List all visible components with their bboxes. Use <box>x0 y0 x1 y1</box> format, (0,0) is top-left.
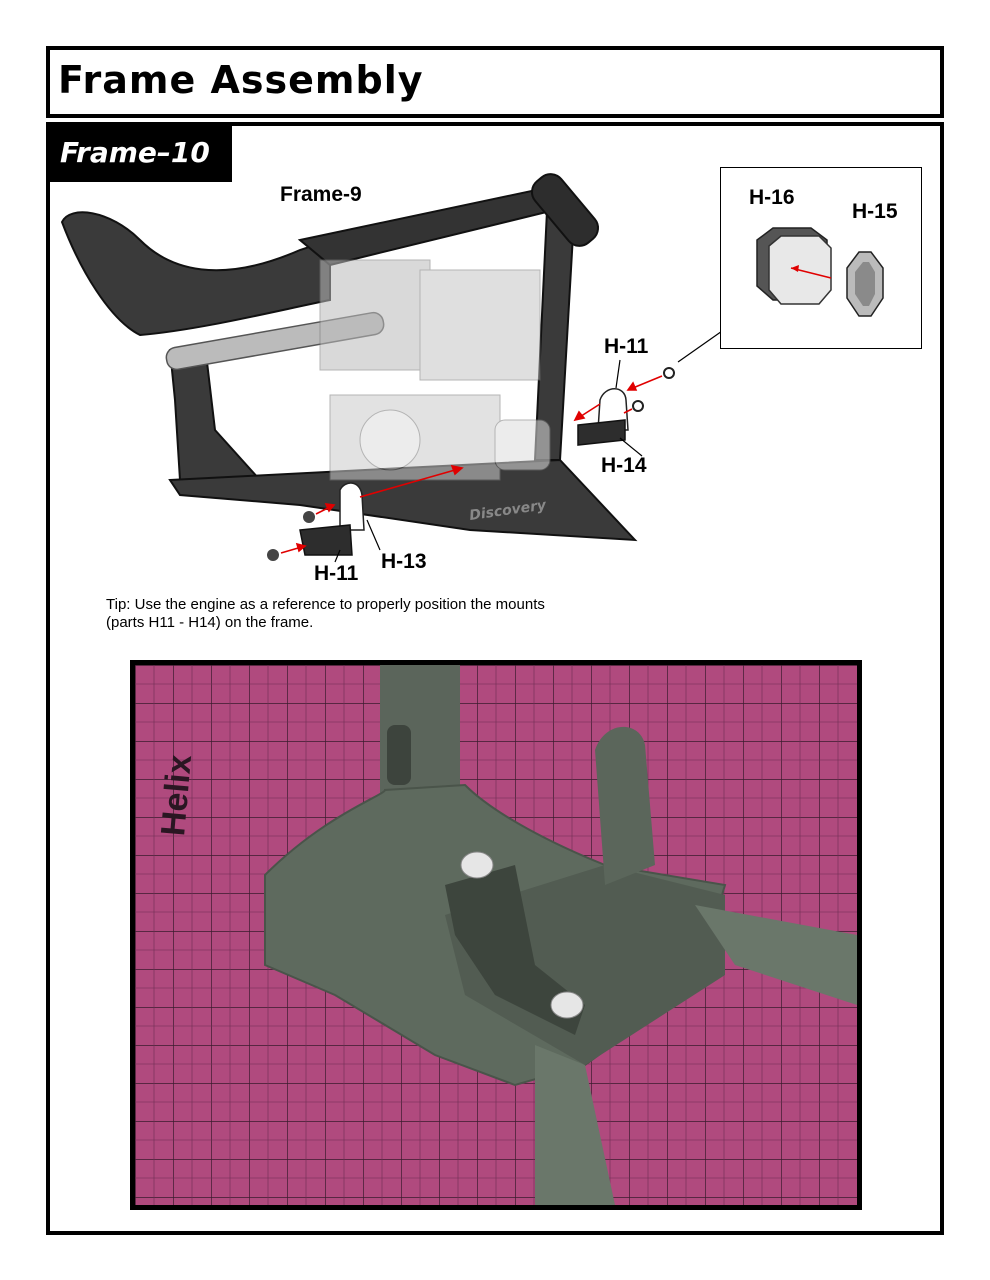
mat-brand-text: Helix <box>154 753 199 837</box>
label-frame-9: Frame-9 <box>280 183 362 206</box>
section-tag: Frame–10 <box>50 126 232 182</box>
assembly-arrows <box>280 375 663 554</box>
label-h16: H-16 <box>749 186 795 209</box>
inset-detail-box <box>720 167 922 349</box>
photo-rail-right <box>695 905 857 1005</box>
part-h15 <box>846 251 884 317</box>
mount-h11-top <box>597 388 629 431</box>
label-h11-top: H-11 <box>604 335 649 358</box>
label-h13: H-13 <box>381 550 427 573</box>
frame-bottom-rail <box>168 458 638 542</box>
inset-drawing <box>756 227 884 317</box>
steering-head <box>530 173 600 247</box>
section-tag-label: Frame–10 <box>60 136 210 169</box>
page-title: Frame Assembly <box>58 58 424 102</box>
label-h11-bottom: H-11 <box>314 562 359 585</box>
part-h16 <box>756 227 832 305</box>
engine <box>319 259 551 481</box>
mount-h13 <box>339 482 365 531</box>
frame-diagram: Discovery <box>60 173 758 563</box>
photo-bolt-2 <box>550 991 584 1019</box>
tip-line-2: (parts H11 - H14) on the frame. <box>106 614 314 631</box>
nut-1 <box>303 511 315 523</box>
mount-h14 <box>577 419 626 446</box>
mount-h11-bottom <box>299 524 353 556</box>
photo-illustration: Helix <box>135 665 857 1205</box>
label-h15: H-15 <box>852 200 898 223</box>
photo-plate-front <box>445 865 585 1035</box>
seat <box>60 211 331 337</box>
label-h14: H-14 <box>601 454 647 477</box>
tip-line-1: Tip: Use the engine as a reference to pr… <box>106 596 545 613</box>
assembly-photo: Helix <box>130 660 862 1210</box>
title-box: Frame Assembly <box>46 46 944 118</box>
photo-bolt-1 <box>460 851 494 879</box>
nut-3 <box>663 367 675 379</box>
photo-plate-back <box>595 726 655 885</box>
photo-rail-left <box>535 1045 615 1205</box>
nut-2 <box>267 549 279 561</box>
tip-text: Tip: Use the engine as a reference to pr… <box>106 596 626 632</box>
nut-4 <box>632 400 644 412</box>
